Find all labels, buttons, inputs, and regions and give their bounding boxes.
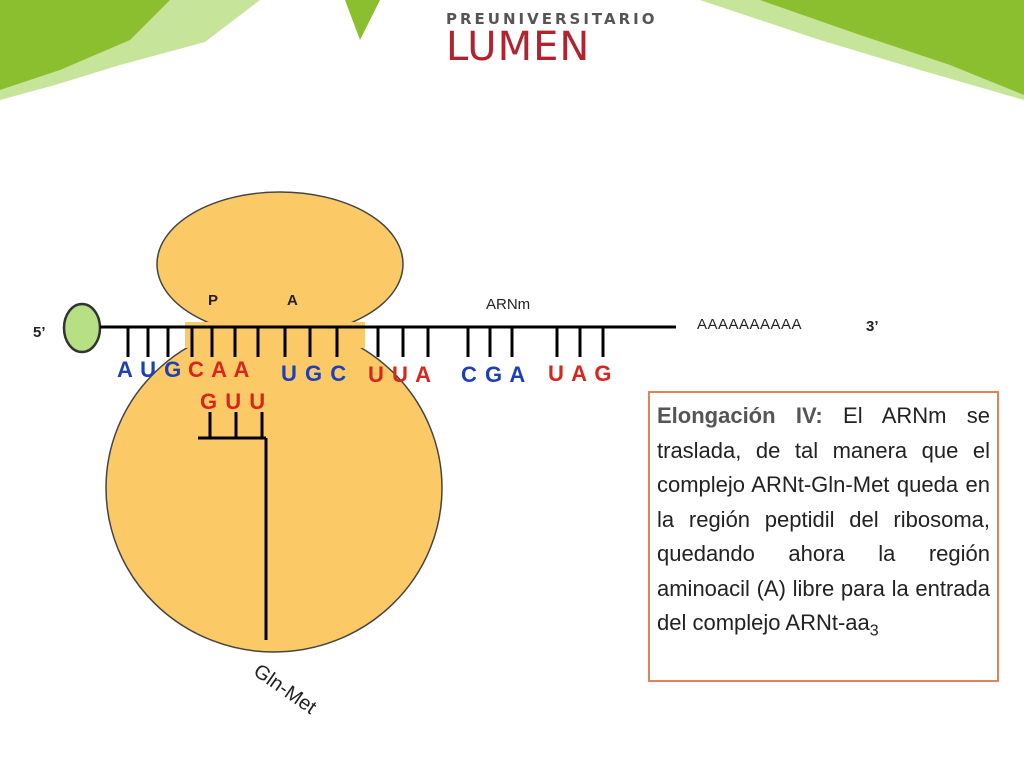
three-prime-label: 3’ [866,318,879,335]
poly-a-tail: AAAAAAAAAA [697,316,803,333]
trna [198,412,268,640]
description-subscript: 3 [869,622,879,640]
anticodon: G U U [200,389,267,414]
codon-2: C A A [188,357,251,382]
five-prime-cap [62,302,102,354]
description-body: El ARNm se traslada, de tal manera que e… [657,403,990,635]
mrna-label: ARNm [486,296,531,313]
codon-1: A U G [117,357,183,382]
codon-6: U A G [548,361,613,386]
p-site-label: P [208,292,219,309]
a-site-label: A [287,292,298,309]
description-box: Elongación IV: El ARNm se traslada, de t… [648,391,999,682]
five-prime-label: 5’ [33,324,46,341]
leaf-right [760,0,1024,95]
codon-5: C G A [461,362,527,387]
logo-subtitle: PREUNIVERSITARIO [446,10,658,28]
codon-3: U G C [281,361,348,386]
ribosome-large-subunit [156,191,404,337]
mrna-bases [126,327,605,357]
codon-4: U U A [368,362,433,387]
logo-title: LUMEN [446,24,591,70]
description-heading: Elongación IV: [657,403,823,428]
leaf-center-left [345,0,380,40]
leaf-left [0,0,170,90]
